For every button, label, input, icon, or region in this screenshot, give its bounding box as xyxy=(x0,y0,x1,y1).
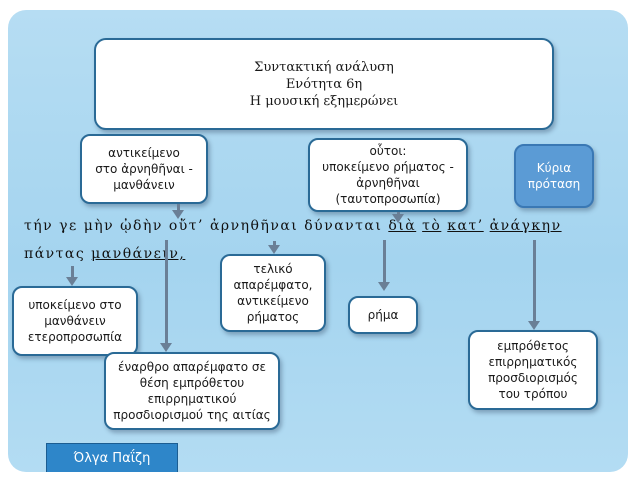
box-emprothetos-line-3: προσδιορισμός xyxy=(488,371,578,385)
greek-word-underlined: τὸ xyxy=(422,218,442,234)
box-teliko: τελικό απαρέμφατο, αντικείμενο ρήματος xyxy=(220,254,326,332)
box-houtoi-line-2: υποκείμενο ρήματος - xyxy=(322,160,454,174)
box-emprothetos-line-1: εμπρόθετος xyxy=(497,339,569,353)
greek-word: ἀρνηθῆναι xyxy=(209,218,299,234)
box-emprothetos: εμπρόθετος επιρρηματικός προσδιορισμός τ… xyxy=(468,330,598,410)
box-emprothetos-line-2: επιρρηματικός xyxy=(488,355,578,369)
box-houtoi: οὗτοι: υποκείμενο ρήματος - ἀρνηθῆναι (τ… xyxy=(308,138,468,212)
box-rima-line-1: ρήμα xyxy=(367,308,399,322)
box-houtoi-line-4: (ταυτοπροσωπία) xyxy=(335,192,441,206)
box-emprothetos-line-4: του τρόπου xyxy=(498,387,568,401)
box-enarthro-line-2: θέση εμπρόθετου xyxy=(139,376,245,390)
box-houtoi-line-3: ἀρνηθῆναι xyxy=(356,176,420,190)
box-ypokeimeno-line-3: ετεροπροσωπία xyxy=(27,330,123,344)
author-label: Όλγα Παΐζη xyxy=(46,443,178,472)
greek-word: πάντας xyxy=(24,246,86,262)
box-teliko-line-2: απαρέμφατο, xyxy=(233,278,313,292)
greek-word: δύνανται xyxy=(304,218,383,234)
greek-word: τήν xyxy=(24,218,54,234)
box-antikeimeno-line-3: μανθάνειν xyxy=(113,178,175,192)
greek-word-underlined: ἀνάγκην xyxy=(489,218,562,234)
title-line-2: Ενότητα 6η xyxy=(285,76,363,92)
greek-text-line-1: τήν γε μὴν ᾠδὴν οὔτ’ ἀρνηθῆναι δύνανται … xyxy=(24,218,562,234)
box-kyria-line-1: Κύρια xyxy=(536,161,572,175)
greek-word-underlined: μανθάνειν, xyxy=(91,246,186,262)
greek-word: γε xyxy=(59,218,78,234)
box-houtoi-line-1: οὗτοι: xyxy=(369,144,407,158)
box-ypokeimeno: υποκείμενο στο μανθάνειν ετεροπροσωπία xyxy=(12,286,138,356)
greek-word: ᾠδὴν xyxy=(120,218,163,234)
greek-word: μὴν xyxy=(83,218,115,234)
box-enarthro-line-1: έναρθρο απαρέμφατο σε xyxy=(118,360,266,374)
box-teliko-line-1: τελικό xyxy=(253,262,293,276)
box-antikeimeno: αντικείμενο στο ἀρνηθῆναι - μανθάνειν xyxy=(80,134,208,204)
box-ypokeimeno-line-1: υποκείμενο στο xyxy=(28,298,122,312)
box-kyria-line-2: πρόταση xyxy=(527,177,581,191)
box-rima: ρήμα xyxy=(348,296,418,334)
title-line-3: Η μουσική εξημερώνει xyxy=(249,93,399,109)
box-kyria-protasi: Κύρια πρόταση xyxy=(514,144,594,208)
box-teliko-line-3: αντικείμενο xyxy=(237,294,309,308)
title-box: Συντακτική ανάλυση Ενότητα 6η Η μουσική … xyxy=(94,38,554,130)
slide-background: Συντακτική ανάλυση Ενότητα 6η Η μουσική … xyxy=(8,10,628,472)
box-enarthro: έναρθρο απαρέμφατο σε θέση εμπρόθετου επ… xyxy=(104,352,280,430)
title-line-1: Συντακτική ανάλυση xyxy=(254,59,394,75)
box-teliko-line-4: ρήματος xyxy=(246,310,300,324)
box-enarthro-line-4: προσδιορισμού της αιτίας xyxy=(113,408,271,422)
box-enarthro-line-3: επιρρηματικού xyxy=(147,392,237,406)
greek-word: οὔτ’ xyxy=(168,218,204,234)
box-antikeimeno-line-2: στο ἀρνηθῆναι - xyxy=(95,162,193,176)
box-antikeimeno-line-1: αντικείμενο xyxy=(108,146,180,160)
greek-text-line-2: πάντας μανθάνειν, xyxy=(24,246,185,262)
box-ypokeimeno-line-2: μανθάνειν xyxy=(44,314,106,328)
greek-word-underlined: κατ’ xyxy=(447,218,484,234)
